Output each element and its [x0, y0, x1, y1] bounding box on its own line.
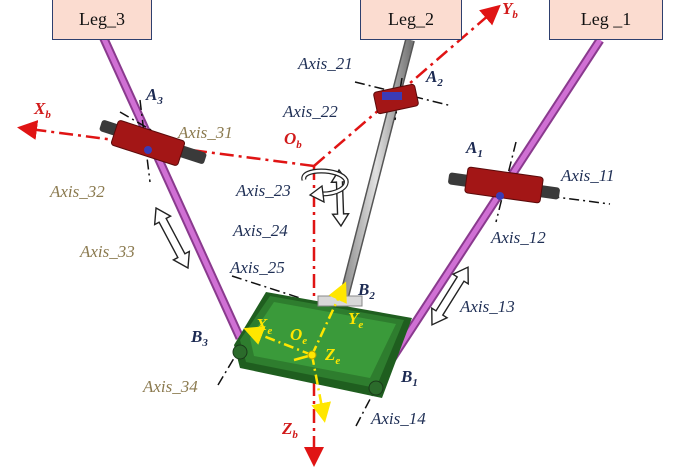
zb-label: Zb: [282, 419, 298, 441]
leg3-box: Leg_3: [52, 0, 152, 40]
leg1-rod: [374, 37, 604, 383]
ye-label: Ye: [348, 309, 364, 331]
yb-label: Yb: [502, 0, 518, 21]
ye-axis: [310, 281, 347, 356]
rotation-arrow-icon: [301, 168, 349, 204]
leg2-actuator: [373, 83, 419, 115]
oe-label: Oe: [290, 325, 308, 347]
leg2-rod: [337, 38, 415, 307]
moving-platform: [232, 292, 412, 398]
leg1-label: Leg _1: [580, 9, 632, 29]
axis-13-label: Axis_13: [460, 297, 515, 316]
xb-label: Xb: [34, 99, 51, 121]
leg2-label: Leg_2: [388, 9, 434, 29]
leg3-rod: [95, 28, 245, 340]
axis-31-label: Axis_31: [178, 123, 233, 142]
xe-axis: [243, 326, 313, 357]
axis-34-label: Axis_34: [143, 377, 198, 396]
axis-24-label: Axis_24: [233, 221, 288, 240]
leg1-actuator: [448, 166, 560, 204]
axis-23-label: Axis_23: [236, 181, 291, 200]
leg2-box: Leg_2: [360, 0, 462, 40]
ze-label: Ze: [325, 345, 341, 367]
axis-12-label: Axis_12: [491, 228, 546, 247]
axis-14-label: Axis_14: [371, 409, 426, 428]
axis-32-label: Axis_32: [50, 182, 105, 201]
axis-22-label: Axis_22: [283, 102, 338, 121]
leg3-label: Leg_3: [79, 9, 125, 29]
axis-33-label: Axis_33: [80, 242, 135, 261]
ob-label: Ob: [284, 129, 302, 151]
joint-b2-label: B2: [358, 280, 375, 302]
joint-a3-label: A3: [146, 85, 163, 107]
axis-21-label: Axis_21: [298, 54, 353, 73]
leg1-box: Leg _1: [549, 0, 663, 40]
joint-a1-label: A1: [466, 138, 483, 160]
axis-11-label: Axis_11: [561, 166, 615, 185]
joint-b1-label: B1: [401, 367, 418, 389]
double-arrow-icon: [431, 266, 469, 326]
xe-label: Xe: [256, 315, 273, 337]
axis-25-label: Axis_25: [230, 258, 285, 277]
double-arrow-icon: [153, 206, 191, 270]
joint-a2-label: A2: [426, 67, 443, 89]
joint-b3-label: B3: [191, 327, 208, 349]
oe-origin: [307, 350, 317, 360]
leg3-actuator: [99, 120, 207, 166]
